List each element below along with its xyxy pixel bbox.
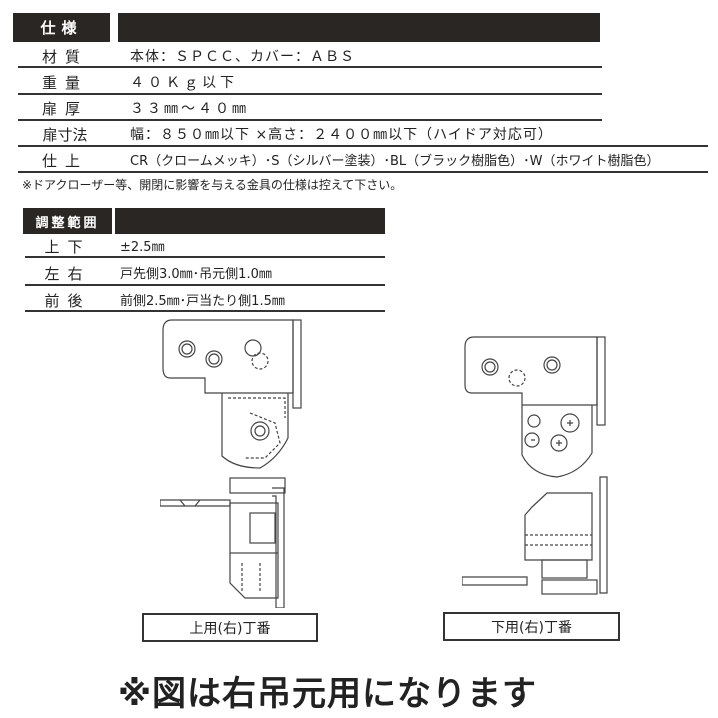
adjust-value-depth: 前側2.5㎜･戸当たり側1.5㎜ — [120, 294, 285, 309]
adjust-label-vertical: 上下 — [44, 238, 91, 256]
adjust-value-horizontal: 戸先側3.0㎜･吊元側1.0㎜ — [120, 267, 272, 282]
spec-value-thickness: ３３㎜～４０㎜ — [130, 101, 249, 117]
spec-label-door-size: 扉寸法 — [42, 126, 88, 144]
adjust-header-bar — [115, 208, 385, 234]
spec-note: ※ドアクローザー等、開閉に影響を与える金具の仕様は控えて下さい。 — [22, 178, 403, 192]
divider — [18, 93, 602, 95]
spec-label-finish: 仕上 — [41, 152, 88, 170]
divider — [25, 256, 385, 258]
adjust-header: 調整範囲 — [23, 208, 112, 234]
divider — [18, 145, 708, 147]
lower-hinge-caption: 下用(右)丁番 — [443, 612, 620, 641]
footer-note: ※図は右吊元用になります — [118, 674, 538, 714]
lower-hinge-drawing — [462, 336, 608, 595]
spec-label-weight: 重量 — [41, 74, 88, 92]
adjust-label-horizontal: 左右 — [44, 265, 91, 283]
spec-header: 仕様 — [13, 13, 110, 42]
spec-value-finish: CR（クロームメッキ）･S（シルバー塗装）･BL（ブラック樹脂色）･W（ホワイト… — [130, 154, 660, 169]
spec-value-weight: ４０Ｋｇ以下 — [130, 75, 238, 91]
spec-label-material: 材質 — [41, 48, 88, 66]
upper-hinge-drawing — [160, 319, 302, 608]
adjust-label-depth: 前後 — [44, 292, 91, 310]
divider — [25, 310, 385, 312]
spec-header-bar — [118, 13, 600, 42]
divider — [25, 284, 385, 286]
adjust-value-vertical: ±2.5㎜ — [120, 240, 165, 255]
upper-hinge-caption: 上用(右)丁番 — [142, 613, 318, 642]
divider — [18, 119, 602, 121]
divider — [18, 171, 708, 173]
spec-value-material: 本体：ＳＰＣＣ、カバー：ＡＢＳ — [130, 49, 355, 65]
divider — [18, 66, 602, 68]
spec-label-thickness: 扉厚 — [41, 100, 88, 118]
spec-value-door-size: 幅：８５０㎜以下 ×高さ：２４００㎜以下（ハイドア対応可） — [130, 127, 553, 143]
